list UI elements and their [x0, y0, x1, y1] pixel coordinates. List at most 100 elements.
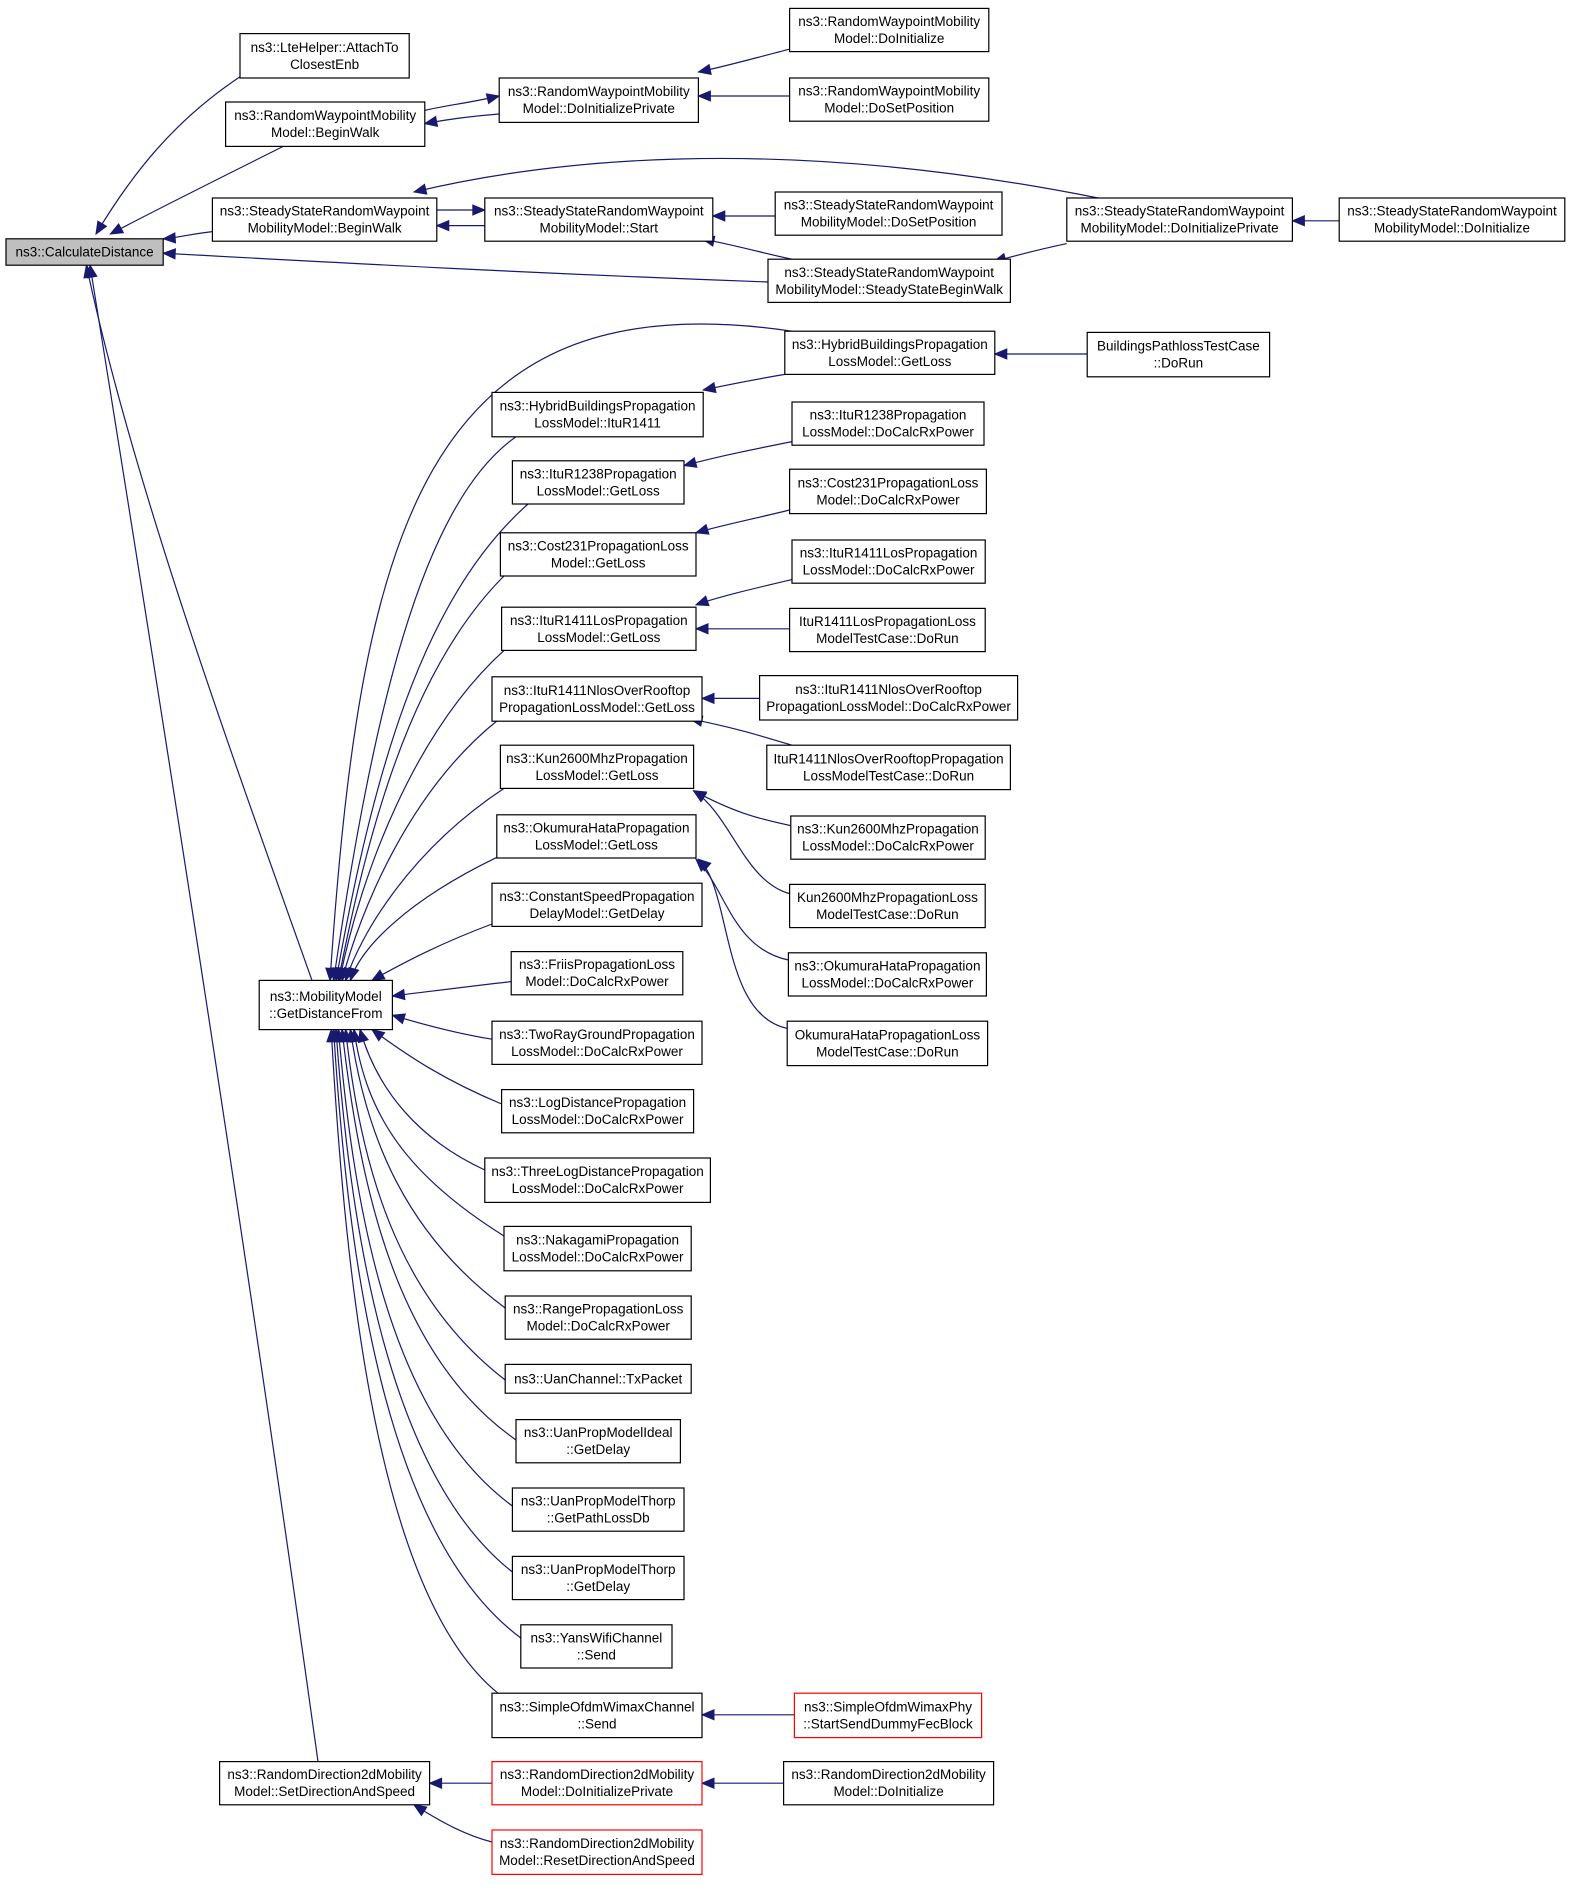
node-rd2init[interactable]: ns3::RandomDirection2dMobilityModel::DoI… — [782, 1760, 995, 1806]
node-label-line: ns3::RangePropagationLoss — [513, 1302, 684, 1317]
node-box — [225, 101, 426, 148]
arrowhead-ssinit-to-sspriv — [1291, 215, 1305, 227]
node-box — [784, 330, 996, 376]
node-tworay[interactable]: ns3::TwoRayGroundPropagationLossModel::D… — [491, 1020, 703, 1066]
node-label-line: ::StartSendDummyFecBlock — [803, 1716, 973, 1731]
node-rwsetpos[interactable]: ns3::RandomWaypointMobilityModel::DoSetP… — [788, 77, 990, 122]
node-box — [503, 1225, 692, 1272]
node-box — [788, 607, 986, 653]
node-sssteady[interactable]: ns3::SteadyStateRandomWaypointMobilityMo… — [767, 258, 1011, 304]
edge-i1238calc-to-i1238get — [683, 441, 793, 467]
node-ssinit[interactable]: ns3::SteadyStateRandomWaypointMobilityMo… — [1338, 197, 1566, 242]
node-rwbegin[interactable]: ns3::RandomWaypointMobilityModel::BeginW… — [225, 101, 426, 148]
node-label-line: ns3::ThreeLogDistancePropagation — [491, 1164, 703, 1179]
node-hbgetloss[interactable]: ns3::HybridBuildingsPropagationLossModel… — [784, 330, 996, 376]
node-label-line: ItuR1411NlosOverRooftopPropagation — [774, 751, 1004, 766]
node-yans[interactable]: ns3::YansWifiChannel::Send — [520, 1624, 673, 1669]
node-bpdorun[interactable]: BuildingsPathlossTestCase::DoRun — [1086, 331, 1271, 378]
node-box — [499, 744, 695, 790]
node-label-line: ns3::SteadyStateRandomWaypoint — [1347, 204, 1557, 219]
node-label-line: PropagationLossModel::DoCalcRxPower — [766, 699, 1011, 714]
node-box — [788, 883, 986, 929]
node-ohtest[interactable]: OkumuraHataPropagationLossModelTestCase:… — [786, 1020, 989, 1067]
node-label-line: ns3::RandomDirection2dMobility — [500, 1767, 695, 1782]
node-gdf[interactable]: ns3::MobilityModel::GetDistanceFrom — [258, 979, 394, 1031]
edge-nlostest-to-nlosget — [689, 718, 793, 746]
node-label-line: MobilityModel::BeginWalk — [248, 221, 402, 236]
node-lostest[interactable]: ItuR1411LosPropagationLossModelTestCase:… — [788, 607, 986, 653]
node-ohget[interactable]: ns3::OkumuraHataPropagationLossModel::Ge… — [496, 814, 697, 859]
edge-i1238get-to-gdf — [335, 503, 529, 981]
node-box — [239, 32, 410, 79]
node-box — [491, 1829, 703, 1876]
arrowhead-sspriv-to-ssbegin — [412, 183, 428, 195]
node-box — [511, 1555, 685, 1601]
edge-friis-to-gdf — [392, 981, 512, 997]
node-rwinit[interactable]: ns3::RandomWaypointMobilityModel::DoInit… — [788, 7, 990, 53]
node-box — [767, 258, 1011, 304]
node-label-line: LossModel::GetLoss — [537, 483, 660, 498]
node-ofdmphy[interactable]: ns3::SimpleOfdmWimaxPhy::StartSendDummyF… — [793, 1692, 983, 1739]
node-nlosget[interactable]: ns3::ItuR1411NlosOverRooftopPropagationL… — [491, 676, 703, 722]
node-box — [791, 539, 986, 584]
node-box — [491, 882, 703, 928]
node-i1238get[interactable]: ns3::ItuR1238PropagationLossModel::GetLo… — [511, 460, 685, 505]
node-threelog[interactable]: ns3::ThreeLogDistancePropagationLossMode… — [484, 1157, 711, 1204]
edge-ohget-to-gdf — [349, 856, 499, 981]
node-uanthorploss[interactable]: ns3::UanPropModelThorp::GetPathLossDb — [511, 1487, 685, 1532]
node-losget[interactable]: ns3::ItuR1411LosPropagationLossModel::Ge… — [501, 606, 697, 652]
node-rd2priv[interactable]: ns3::RandomDirection2dMobilityModel::DoI… — [491, 1760, 703, 1806]
node-ssbegin[interactable]: ns3::SteadyStateRandomWaypointMobilityMo… — [211, 197, 438, 242]
node-friis[interactable]: ns3::FriisPropagationLossModel::DoCalcRx… — [510, 950, 684, 996]
node-uanthorpdelay[interactable]: ns3::UanPropModelThorp::GetDelay — [511, 1555, 685, 1601]
node-root[interactable]: ns3::CalculateDistance — [5, 238, 164, 266]
node-nakagami[interactable]: ns3::NakagamiPropagationLossModel::DoCal… — [503, 1225, 692, 1272]
node-box — [219, 1760, 431, 1806]
edge-logdist-to-gdf — [371, 1029, 502, 1105]
node-label-line: ns3::ItuR1411NlosOverRooftop — [504, 683, 691, 698]
node-label-line: ns3::SteadyStateRandomWaypoint — [784, 198, 994, 213]
node-range[interactable]: ns3::RangePropagationLossModel::DoCalcRx… — [504, 1295, 692, 1340]
node-label-line: ns3::SteadyStateRandomWaypoint — [784, 265, 994, 280]
arrowhead-ssbegin-to-root — [161, 232, 177, 244]
node-label-line: Model::GetLoss — [551, 555, 646, 570]
node-box — [501, 1088, 695, 1134]
edge-hbitu-to-gdf — [333, 436, 517, 981]
node-uanideal[interactable]: ns3::UanPropModelIdeal::GetDelay — [515, 1418, 681, 1464]
node-label-line: MobilityModel::DoSetPosition — [801, 215, 977, 230]
node-csdelay[interactable]: ns3::ConstantSpeedPropagationDelayModel:… — [491, 882, 703, 928]
node-kuntest[interactable]: Kun2600MhzPropagationLossModelTestCase::… — [788, 883, 986, 929]
node-label-line: ns3::UanPropModelThorp — [521, 1494, 676, 1509]
node-label-line: MobilityModel::Start — [540, 221, 659, 236]
node-rwpriv[interactable]: ns3::RandomWaypointMobilityModel::DoInit… — [498, 77, 700, 124]
node-rd2reset[interactable]: ns3::RandomDirection2dMobilityModel::Res… — [491, 1829, 703, 1876]
node-box — [520, 1624, 673, 1669]
node-c231get[interactable]: ns3::Cost231PropagationLossModel::GetLos… — [499, 532, 697, 577]
node-logdist[interactable]: ns3::LogDistancePropagationLossModel::Do… — [501, 1088, 695, 1134]
node-kunget[interactable]: ns3::Kun2600MhzPropagationLossModel::Get… — [499, 744, 695, 790]
node-ohcalc[interactable]: ns3::OkumuraHataPropagationLossModel::Do… — [787, 952, 988, 997]
node-label-line: Model::DoSetPosition — [824, 101, 954, 116]
node-label-line: ns3::RandomDirection2dMobility — [227, 1767, 422, 1782]
node-label-line: LossModel::DoCalcRxPower — [802, 839, 974, 854]
node-c231calc[interactable]: ns3::Cost231PropagationLossModel::DoCalc… — [788, 468, 987, 515]
arrowhead-bpdorun-to-hbgetloss — [993, 348, 1008, 360]
node-rd2set[interactable]: ns3::RandomDirection2dMobilityModel::Set… — [219, 1760, 431, 1806]
edge-tworay-to-gdf — [392, 1014, 493, 1040]
arrowhead-rwbegin-to-rwpriv — [485, 93, 501, 105]
node-uantx[interactable]: ns3::UanChannel::TxPacket — [504, 1363, 692, 1394]
node-label-line: Model::DoInitializePrivate — [523, 101, 675, 116]
node-loscalc[interactable]: ns3::ItuR1411LosPropagationLossModel::Do… — [791, 539, 986, 584]
node-hbitu[interactable]: ns3::HybridBuildingsPropagationLossModel… — [491, 391, 704, 438]
node-nloscalc[interactable]: ns3::ItuR1411NlosOverRooftopPropagationL… — [758, 674, 1019, 721]
node-sspriv[interactable]: ns3::SteadyStateRandomWaypointMobilityMo… — [1066, 197, 1294, 242]
node-kuncalc[interactable]: ns3::Kun2600MhzPropagationLossModel::DoC… — [790, 815, 986, 860]
node-sssetpos[interactable]: ns3::SteadyStateRandomWaypointMobilityMo… — [774, 191, 1003, 236]
node-nlostest[interactable]: ItuR1411NlosOverRooftopPropagationLossMo… — [766, 744, 1011, 791]
node-label-line: LossModel::DoCalcRxPower — [801, 975, 973, 990]
node-ssstart[interactable]: ns3::SteadyStateRandomWaypointMobilityMo… — [484, 197, 714, 242]
node-i1238calc[interactable]: ns3::ItuR1238PropagationLossModel::DoCal… — [791, 401, 985, 446]
node-ofdmsend[interactable]: ns3::SimpleOfdmWimaxChannel::Send — [491, 1692, 703, 1739]
node-label-line: LossModel::DoCalcRxPower — [802, 425, 974, 440]
